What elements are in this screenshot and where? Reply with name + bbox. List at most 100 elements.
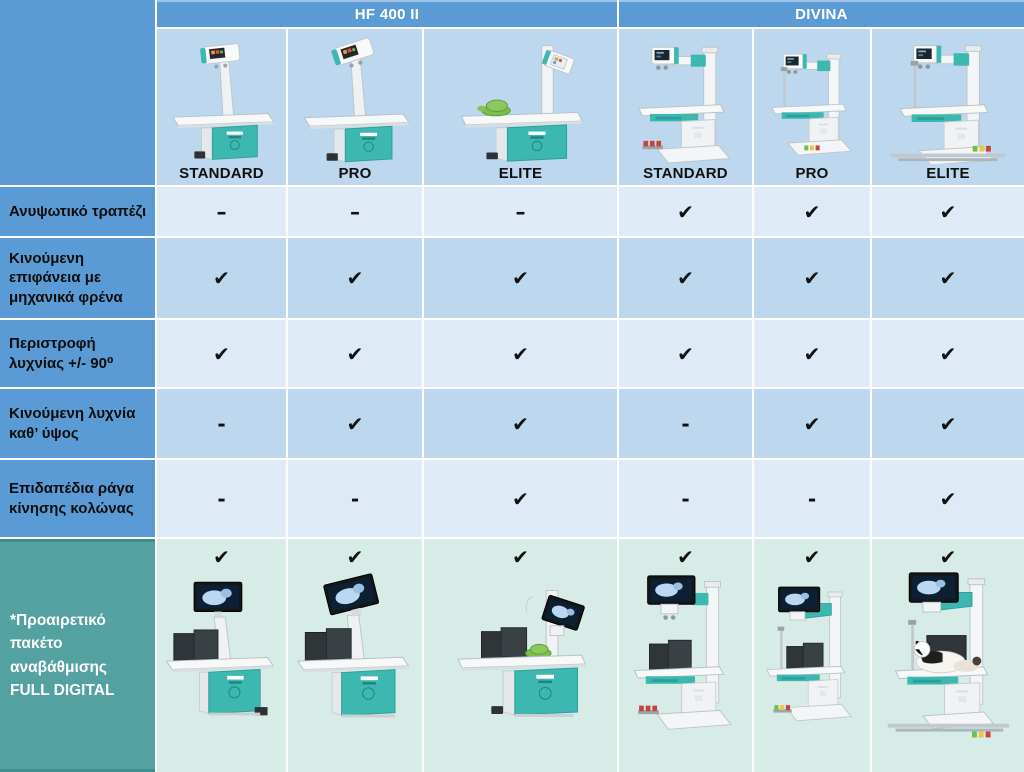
corner-cell [0,0,155,185]
feature-mark: ✔ [939,486,957,511]
digital-cell-divina-standard: ✔ [619,539,752,772]
machine-cell-divina-standard: STANDARD [619,29,752,185]
model-label: STANDARD [643,165,728,182]
feature-mark: ✔ [346,411,364,436]
feature-mark: ✔ [213,341,230,366]
feature-label: Περιστροφή λυχνίας +/- 90⁰ [0,320,155,387]
digital-cell-divina-pro: ✔ [754,539,870,772]
feature-cell: ✔ [754,320,870,387]
machine-cell-hf400-elite: ELITE [424,29,617,185]
feature-label: Κινούμενη επιφάνεια με μηχανικά φρένα [0,238,155,318]
feature-mark: ✔ [677,266,694,290]
feature-cell: ✔ [619,320,752,387]
group-header-label: DIVINA [795,6,848,23]
feature-cell: ✔ [288,389,422,458]
feature-mark: ✔ [803,199,821,224]
digital-cell-hf400-standard: ✔ [157,539,286,772]
model-label: ELITE [498,165,543,182]
feature-label: Ανυψωτικό τραπέζι [0,187,155,236]
machine-illustration-hf400-pro [303,38,411,163]
feature-mark: ✔ [512,486,529,511]
model-label: PRO [795,165,829,182]
feature-label: Κινούμενη λυχνία καθ’ ύψος [0,389,155,458]
feature-cell: ✔ [754,389,870,458]
feature-cell: ✔ [424,389,617,458]
machine-illustration-hf400-standard [172,43,275,161]
digital-cell-hf400-pro: ✔ [288,539,422,772]
feature-cell: ✔ [619,238,752,318]
group-header-label: HF 400 II [354,6,420,23]
model-label: STANDARD [179,165,264,182]
machine-cell-divina-pro: PRO [754,29,870,185]
feature-mark: ✔ [512,266,529,290]
feature-cell: ✔ [619,187,752,236]
feature-mark: - [217,486,226,511]
feature-cell: ✔ [288,320,422,387]
feature-cell: – [288,187,422,236]
feature-cell: ✔ [872,389,1024,458]
feature-cell: - [157,389,286,458]
machine-illustration-hf400-standard-digital [165,581,274,716]
feature-mark: – [350,199,360,224]
feature-cell: ✔ [754,238,870,318]
model-label: ELITE [926,165,970,182]
feature-mark: ✔ [939,545,957,569]
feature-mark: - [681,486,690,511]
machine-illustration-divina-elite-digital [887,572,1009,738]
feature-mark: ✔ [803,341,821,366]
machine-cell-hf400-standard: STANDARD [157,29,286,185]
feature-cell: ✔ [872,238,1024,318]
feature-mark: - [807,486,817,511]
feature-cell: - [619,389,752,458]
feature-mark: – [515,199,526,224]
feature-cell: ✔ [424,460,617,537]
feature-cell: ✔ [157,320,286,387]
machine-illustration-divina-standard-digital [633,575,732,730]
machine-cell-divina-elite: ELITE [872,29,1024,185]
feature-mark: ✔ [213,266,230,290]
feature-mark: ✔ [677,545,694,569]
feature-cell: - [157,460,286,537]
feature-cell: – [424,187,617,236]
feature-mark: ✔ [803,411,821,436]
feature-mark: ✔ [512,341,529,366]
digital-cell-divina-elite: ✔ [872,539,1024,772]
feature-mark: ✔ [803,545,821,569]
digital-upgrade-label: *Προαιρετικό πακέτο αναβάθμισης FULL DIG… [0,539,155,772]
feature-mark: – [216,199,227,224]
feature-mark: ✔ [346,266,364,290]
machine-illustration-divina-elite [890,45,1006,164]
digital-cell-hf400-elite: ✔ [424,539,617,772]
feature-mark: ✔ [939,199,957,224]
machine-cell-hf400-pro: PRO [288,29,422,185]
feature-mark: - [350,486,360,511]
feature-mark: ✔ [939,411,957,436]
feature-mark: ✔ [939,266,957,290]
machine-illustration-divina-standard [638,46,731,164]
feature-mark: ✔ [346,545,364,569]
feature-mark: ✔ [677,199,694,224]
feature-cell: - [619,460,752,537]
group-header-divina: DIVINA [619,0,1024,27]
feature-cell: ✔ [424,320,617,387]
feature-mark: ✔ [213,545,230,569]
feature-cell: ✔ [872,460,1024,537]
feature-mark: ✔ [803,266,821,290]
machine-illustration-hf400-elite [460,45,583,162]
model-label: PRO [338,165,372,182]
feature-cell: ✔ [288,238,422,318]
feature-mark: ✔ [939,341,957,366]
feature-mark: ✔ [512,545,529,569]
feature-cell: ✔ [754,187,870,236]
feature-cell: ✔ [872,320,1024,387]
machine-illustration-hf400-elite-digital [457,590,586,717]
feature-cell: - [288,460,422,537]
feature-mark: ✔ [677,341,694,366]
feature-mark: - [217,411,226,436]
machine-illustration-hf400-pro-digital [296,573,410,718]
feature-cell: - [754,460,870,537]
machine-illustration-divina-pro [770,53,852,156]
group-header-hf400: HF 400 II [157,0,617,27]
feature-cell: ✔ [424,238,617,318]
